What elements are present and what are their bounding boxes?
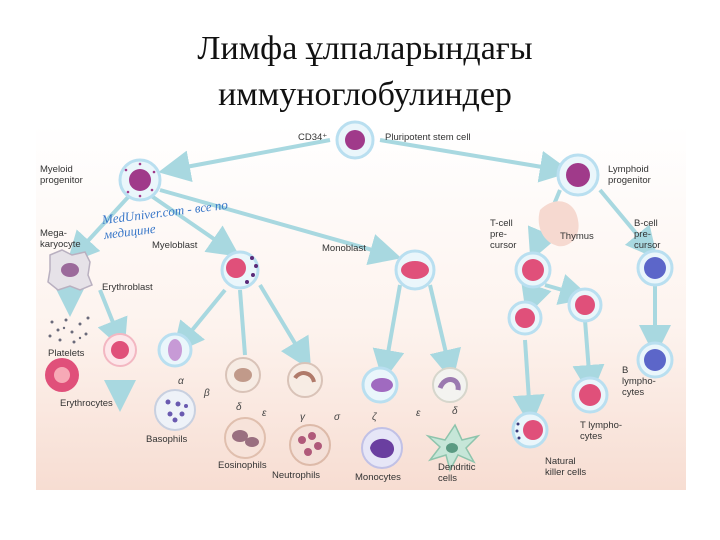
label-lymphoid-progenitor: Lymphoid progenitor <box>608 164 651 186</box>
greek-letter: δ <box>452 406 458 417</box>
monocyte-cell <box>361 427 403 469</box>
greek-letter: σ <box>334 412 341 423</box>
basophil-cell <box>154 389 196 431</box>
label-t-cell-precursor: T-cell pre- cursor <box>490 218 517 251</box>
label-neutrophils: Neutrophils <box>272 470 321 481</box>
erythrocytes-cell <box>45 358 79 392</box>
neutrophil-cell <box>289 424 331 466</box>
label-platelets: Platelets <box>48 348 85 359</box>
greek-letter: β <box>204 388 210 399</box>
label-megakaryocyte: Mega- karyocyte <box>40 228 81 250</box>
t-cell-precursor-cell <box>514 251 552 289</box>
natural-killer-cell <box>511 411 549 449</box>
pluripotent-stem-cell <box>335 120 375 160</box>
label-b-lymphocytes: B lympho- cytes <box>622 365 656 398</box>
myeloid-progenitor-cell <box>118 158 162 202</box>
label-cd34: CD34⁺ <box>298 132 328 143</box>
greek-letter: ζ <box>372 412 377 423</box>
label-eosinophils: Eosinophils <box>218 460 267 471</box>
monocyte-intermediate-cell <box>361 366 399 404</box>
title-line-1: Лимфа ұлпаларындағы <box>197 30 533 67</box>
label-monoblast: Monoblast <box>322 243 366 254</box>
label-pluripotent-stem-cell: Pluripotent stem cell <box>385 132 471 143</box>
arrows <box>54 138 671 427</box>
dendritic-precursor-cell <box>432 367 468 403</box>
greek-letter: δ <box>236 402 242 413</box>
label-natural-killer-cells: Natural killer cells <box>545 456 587 478</box>
greek-letter: α <box>178 376 184 387</box>
lymphoid-progenitor-cell <box>556 153 600 197</box>
label-t-lymphocytes: T lympho- cytes <box>580 420 623 442</box>
t-lymphocyte-cell <box>571 376 609 414</box>
platelets-cluster <box>48 316 90 344</box>
title-line-2: иммуноглобулиндер <box>218 76 512 113</box>
label-basophils: Basophils <box>146 434 188 445</box>
megakaryocyte-cell <box>47 249 93 291</box>
label-erythrocytes: Erythrocytes <box>60 398 113 409</box>
label-thymus: Thymus <box>560 231 594 242</box>
label-myeloid-progenitor: Myeloid progenitor <box>40 164 83 186</box>
thymus-shape <box>538 201 579 247</box>
monoblast-cell <box>394 249 436 291</box>
eosinophil-cell <box>224 417 266 459</box>
b-cell-precursor-cell <box>636 249 674 287</box>
greek-letter: γ <box>300 412 305 423</box>
label-b-cell-precursor: B-cell pre- cursor <box>634 218 661 251</box>
myelocyte-cell-3 <box>287 362 323 398</box>
label-monocytes: Monocytes <box>355 472 401 483</box>
greek-letter: ε <box>262 408 267 419</box>
t-cell-intermediate-2 <box>567 287 603 323</box>
t-cell-intermediate-1 <box>507 300 543 336</box>
myelocyte-cell-1 <box>157 332 193 368</box>
label-dendritic-cells: Dendritic cells <box>438 462 476 484</box>
dendritic-cell <box>425 423 481 473</box>
myeloblast-cell <box>220 250 260 290</box>
label-myeloblast: Myeloblast <box>152 240 198 251</box>
b-lymphocyte-cell <box>636 341 674 379</box>
myelocyte-cell-2 <box>225 357 261 393</box>
label-erythroblast: Erythroblast <box>102 282 153 293</box>
greek-letter: ε <box>416 408 421 419</box>
erythroblast-cell <box>103 333 137 367</box>
